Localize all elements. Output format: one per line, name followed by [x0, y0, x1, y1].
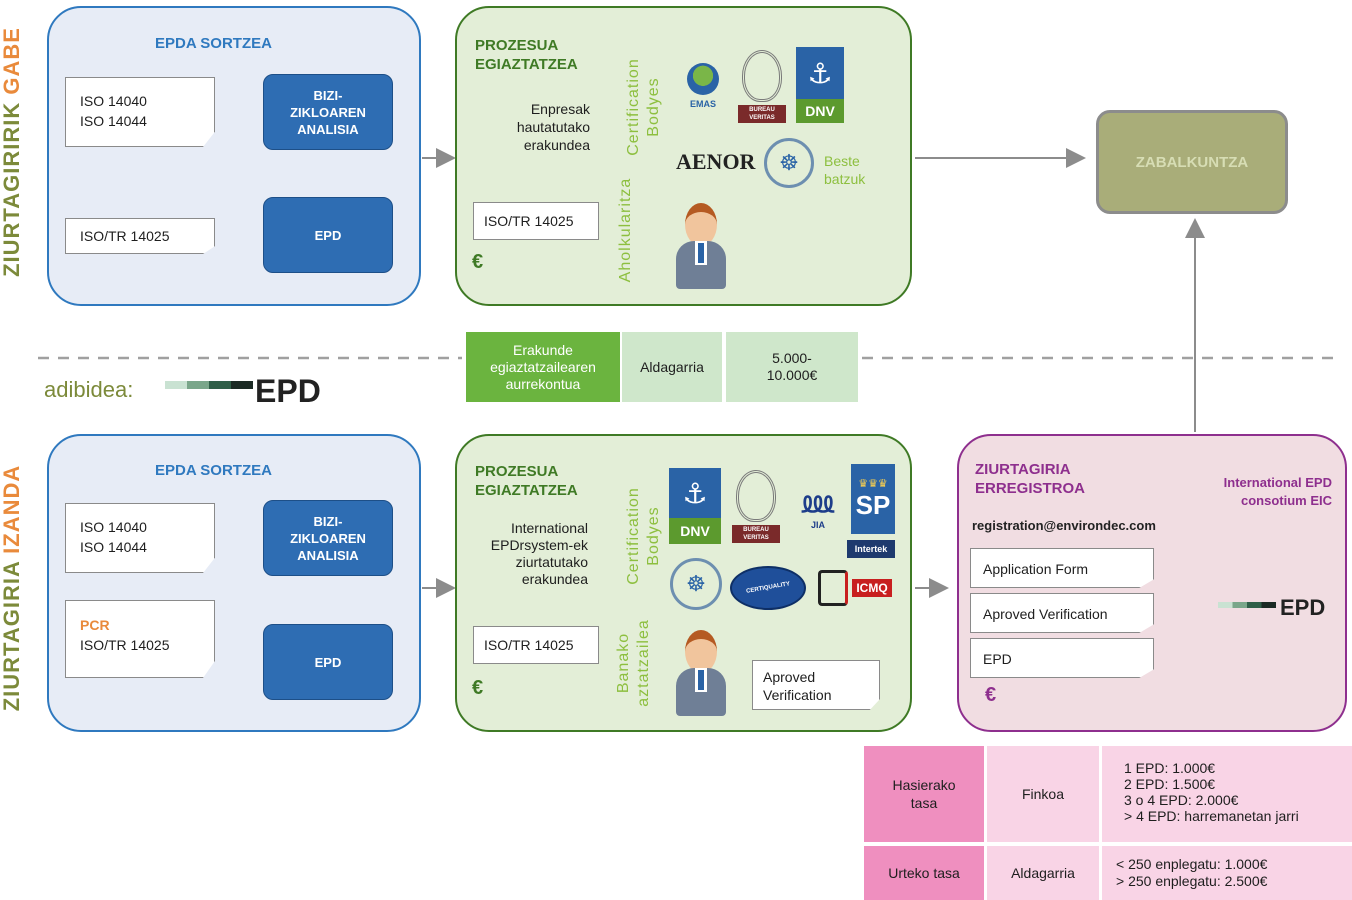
- isotr-doc-top: ISO/TR 14025: [65, 218, 215, 254]
- registro-title: ZIURTAGIRIA ERREGISTROA: [975, 461, 1086, 497]
- epda-title-top: EPDA SORTZEA: [155, 35, 272, 52]
- iso-doc-bottom: ISO 14040 ISO 14044: [65, 503, 215, 573]
- jia-label: JIA: [810, 520, 825, 530]
- dnv-logo-top: ⚓ DNV: [796, 44, 844, 126]
- epda-panel-top: [47, 6, 421, 306]
- fee-row2-detail: < 250 enplegatu: 1.000€ > 250 enplegatu:…: [1102, 846, 1352, 900]
- epd-logo-registro: EPD: [1218, 595, 1336, 624]
- jia-icon: ⅏: [802, 486, 834, 519]
- bureau-veritas-logo-top: BUREAU VERITAS: [738, 46, 786, 126]
- iso-14044-top: ISO 14044: [80, 113, 147, 129]
- aholkularitza-label-top: Aholkularitza: [617, 177, 634, 283]
- fee-row1-label: Hasierako tasa: [864, 746, 984, 842]
- company-text-bottom: International EPDrsystem-ek ziurtatutako…: [490, 520, 588, 587]
- certification-label-bottom: Certification Bodyes: [625, 487, 662, 585]
- prozesua-title-top: PROZESUA EGIAZTATZEA: [475, 37, 578, 73]
- side-label-bottom-accent: IZANDA: [0, 464, 24, 554]
- iso-14040-bottom: ISO 14040: [80, 519, 147, 535]
- icmq-icon: [818, 570, 849, 606]
- seal-logo-bottom: ☸: [670, 558, 722, 610]
- side-label-top: ZIURTAGIRIRIK GABE: [0, 12, 25, 292]
- consultant-icon-bottom: [676, 630, 726, 716]
- form-aproved-verification: Aproved Verification: [970, 593, 1154, 633]
- dnv-logo-bottom: ⚓ DNV: [669, 466, 721, 546]
- registro-email: registration@environdec.com: [972, 518, 1156, 533]
- epd-box-bottom: EPD: [263, 624, 393, 700]
- side-label-top-accent: GABE: [0, 27, 24, 95]
- certiquality-label: CERTIQUALITY: [745, 581, 791, 595]
- epd-logo-registro-text: EPD: [1280, 595, 1326, 620]
- lca-box-top: BIZI- ZIKLOAREN ANALISIA: [263, 74, 393, 150]
- bureau-veritas-logo-bottom: BUREAU VERITAS: [732, 466, 780, 546]
- emas-label: EMAS: [689, 99, 716, 109]
- epda-panel-bottom: [47, 434, 421, 732]
- fee-row2-type: Aldagarria: [987, 846, 1099, 900]
- emas-logo: EMAS: [678, 50, 728, 122]
- isotr2-doc-top: ISO/TR 14025: [473, 202, 599, 240]
- aproved-doc: Aproved Verification: [752, 660, 880, 710]
- euro-registro: €: [985, 684, 997, 706]
- adibidea-label: adibidea:: [44, 377, 134, 402]
- sp-label: SP: [855, 490, 891, 520]
- form-epd: EPD: [970, 638, 1154, 678]
- lca-box-bottom: BIZI- ZIKLOAREN ANALISIA: [263, 500, 393, 576]
- example-cell-aldagarria: Aldagarria: [622, 332, 722, 402]
- isotr-bottom: ISO/TR 14025: [80, 637, 170, 653]
- company-text-top: Enpresak hautatutako erakundea: [516, 101, 590, 153]
- certification-label-top: Certification Bodyes: [625, 58, 662, 156]
- epda-title-bottom: EPDA SORTZEA: [155, 462, 272, 479]
- epd-logo-example-text: EPD: [255, 373, 321, 409]
- prozesua-title-bottom: PROZESUA EGIAZTATZEA: [475, 463, 578, 499]
- iso-doc-top: ISO 14040 ISO 14044: [65, 77, 215, 147]
- anchor-icon-top: ⚓: [796, 47, 844, 99]
- sp-logo: ♛♛♛ SP: [851, 464, 895, 534]
- fee-row1-detail: 1 EPD: 1.000€ 2 EPD: 1.500€ 3 o 4 EPD: 2…: [1102, 746, 1352, 842]
- aenor-seal-icon: ☸: [764, 138, 814, 188]
- beste-batzuk: Beste batzuk: [824, 153, 866, 187]
- intertek-logo: Intertek: [847, 540, 895, 558]
- icmq-logo: ICMQ: [816, 566, 894, 610]
- sp-crowns-icon: ♛♛♛: [858, 478, 888, 490]
- epd-logo-example: EPD: [165, 373, 340, 409]
- consultant-icon-top: [676, 203, 726, 289]
- side-label-bottom: ZIURTAGIRIA IZANDA: [0, 418, 25, 758]
- isotr2-doc-bottom: ISO/TR 14025: [473, 626, 599, 664]
- jia-logo: ⅏ JIA: [790, 470, 846, 546]
- example-cell-price: 5.000- 10.000€: [726, 332, 858, 402]
- epd-box-top: EPD: [263, 197, 393, 273]
- dnv-label-top: DNV: [796, 99, 844, 123]
- pcr-label: PCR: [80, 617, 110, 633]
- side-label-bottom-main: ZIURTAGIRIA: [0, 553, 24, 712]
- example-cell-budget: Erakunde egiaztatzailearen aurrekontua: [466, 332, 620, 402]
- registro-org: International EPD consotium EIC: [1223, 475, 1332, 508]
- form-application: Application Form: [970, 548, 1154, 588]
- zabalkuntza-box: ZABALKUNTZA: [1096, 110, 1288, 214]
- bureau-veritas-icon-top: [742, 49, 782, 102]
- aenor-logo: AENOR: [676, 149, 756, 174]
- side-label-top-main: ZIURTAGIRIRIK: [0, 94, 24, 277]
- iso-14044-bottom: ISO 14044: [80, 539, 147, 555]
- certiquality-logo: CERTIQUALITY: [730, 566, 806, 610]
- pcr-doc-bottom: PCR ISO/TR 14025: [65, 600, 215, 678]
- anchor-icon-bottom: ⚓: [669, 468, 721, 518]
- bureau-veritas-label-top: BUREAU VERITAS: [738, 104, 786, 123]
- dnv-label-bottom: DNV: [669, 518, 721, 544]
- euro-top: €: [472, 251, 484, 273]
- bureau-veritas-label-bottom: BUREAU VERITAS: [732, 524, 780, 543]
- icmq-label: ICMQ: [852, 579, 892, 597]
- euro-bottom: €: [472, 677, 484, 699]
- iso-14040-top: ISO 14040: [80, 93, 147, 109]
- bureau-veritas-icon-bottom: [736, 469, 776, 522]
- banako-label-bottom: Banako aztatzailea: [615, 619, 652, 707]
- fee-row2-label: Urteko tasa: [864, 846, 984, 900]
- fee-row1-type: Finkoa: [987, 746, 1099, 842]
- emas-icon: [687, 63, 719, 95]
